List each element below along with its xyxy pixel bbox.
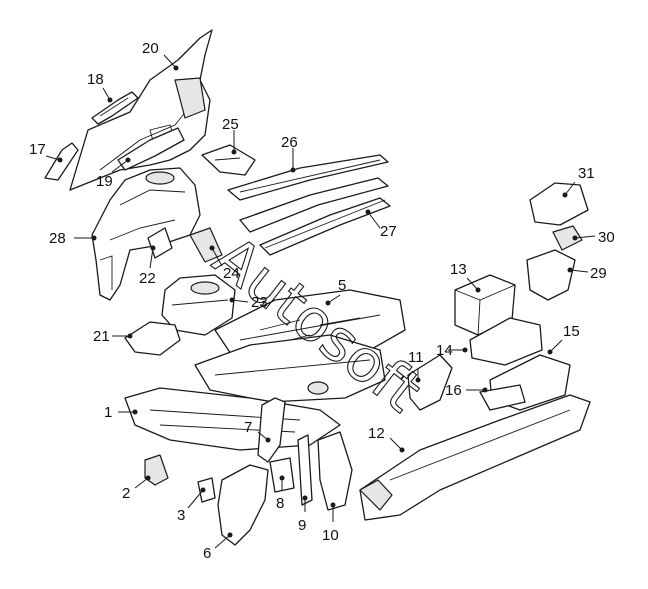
- callout-1: 1: [104, 404, 138, 421]
- callout-29: 29: [567, 265, 607, 282]
- callout-6: 6: [203, 532, 233, 562]
- svg-text:18: 18: [87, 71, 104, 88]
- svg-text:6: 6: [203, 545, 211, 562]
- svg-text:31: 31: [578, 165, 595, 182]
- part-29-panel: [526, 249, 576, 301]
- callout-27: 27: [365, 209, 397, 240]
- svg-text:5: 5: [338, 277, 346, 294]
- part-27-rail: [239, 177, 391, 256]
- svg-text:8: 8: [276, 495, 284, 512]
- part-18-bracket: [91, 91, 139, 125]
- svg-text:16: 16: [445, 382, 462, 399]
- part-9-pin: [297, 434, 313, 506]
- callout-11: 11: [408, 349, 424, 383]
- callout-28: 28: [49, 230, 97, 247]
- callout-17: 17: [29, 141, 63, 163]
- svg-text:26: 26: [281, 134, 298, 151]
- svg-text:2: 2: [122, 485, 130, 502]
- part-7-filler: [257, 397, 286, 463]
- callout-25: 25: [222, 116, 239, 155]
- part-floor-lower: [194, 334, 386, 403]
- svg-text:7: 7: [244, 419, 252, 436]
- svg-text:1: 1: [104, 404, 112, 421]
- part-23-housing: [161, 274, 236, 336]
- svg-text:3: 3: [177, 507, 185, 524]
- callout-21: 21: [93, 328, 133, 345]
- callout-31: 31: [562, 165, 595, 198]
- part-16-strip: [479, 384, 526, 411]
- part-26-rail: [227, 154, 389, 201]
- part-19-member: [117, 127, 185, 171]
- part-6-housing: [217, 464, 269, 546]
- part-20-apron: [69, 29, 213, 191]
- callout-26: 26: [281, 134, 298, 173]
- callout-30: 30: [572, 229, 615, 246]
- svg-text:23: 23: [251, 294, 268, 311]
- part-30-block: [552, 225, 583, 251]
- callout-14: 14: [436, 342, 468, 359]
- svg-text:10: 10: [322, 527, 339, 544]
- callout-24: 24: [209, 245, 240, 282]
- callout-20: 20: [142, 40, 179, 71]
- part-25-plate: [201, 144, 256, 176]
- part-13-battery: [454, 274, 516, 336]
- svg-text:29: 29: [590, 265, 607, 282]
- callout-5: 5: [325, 277, 346, 306]
- callout-22: 22: [139, 245, 156, 287]
- callout-8: 8: [276, 475, 285, 512]
- callout-13: 13: [450, 261, 481, 293]
- svg-text:25: 25: [222, 116, 239, 133]
- callout-23: 23: [229, 294, 268, 311]
- callout-12: 12: [368, 425, 405, 453]
- svg-text:14: 14: [436, 342, 453, 359]
- callout-15: 15: [547, 323, 580, 355]
- svg-text:22: 22: [139, 270, 156, 287]
- callout-18: 18: [87, 71, 113, 103]
- svg-text:27: 27: [380, 223, 397, 240]
- part-31-cover: [529, 182, 589, 226]
- part-2-bracket: [144, 454, 169, 486]
- callout-2: 2: [122, 475, 151, 502]
- callout-7: 7: [244, 419, 271, 443]
- svg-text:17: 17: [29, 141, 46, 158]
- part-28-front-panel: [91, 167, 201, 301]
- part-8-plate: [269, 457, 295, 493]
- callout-19: 19: [96, 157, 131, 190]
- svg-text:24: 24: [223, 265, 240, 282]
- svg-text:9: 9: [298, 517, 306, 534]
- callout-3: 3: [177, 487, 206, 524]
- svg-text:11: 11: [408, 349, 424, 366]
- part-14-tray: [469, 317, 543, 366]
- svg-text:15: 15: [563, 323, 580, 340]
- part-10-bracket: [317, 431, 353, 511]
- svg-text:19: 19: [96, 173, 113, 190]
- part-24-bracket: [189, 227, 223, 263]
- svg-text:30: 30: [598, 229, 615, 246]
- part-3-clip: [197, 477, 216, 503]
- part-11-bracket: [407, 354, 453, 411]
- callout-16: 16: [445, 382, 488, 399]
- svg-text:28: 28: [49, 230, 66, 247]
- svg-text:13: 13: [450, 261, 467, 278]
- svg-text:21: 21: [93, 328, 110, 345]
- callout-9: 9: [298, 495, 308, 534]
- svg-text:20: 20: [142, 40, 159, 57]
- callout-layer: 1 2 3 5 6 7 8 9: [29, 40, 615, 562]
- svg-text:12: 12: [368, 425, 385, 442]
- part-12-chassis-rail: [359, 394, 591, 521]
- callout-10: 10: [322, 502, 339, 544]
- part-21-panel: [124, 321, 181, 356]
